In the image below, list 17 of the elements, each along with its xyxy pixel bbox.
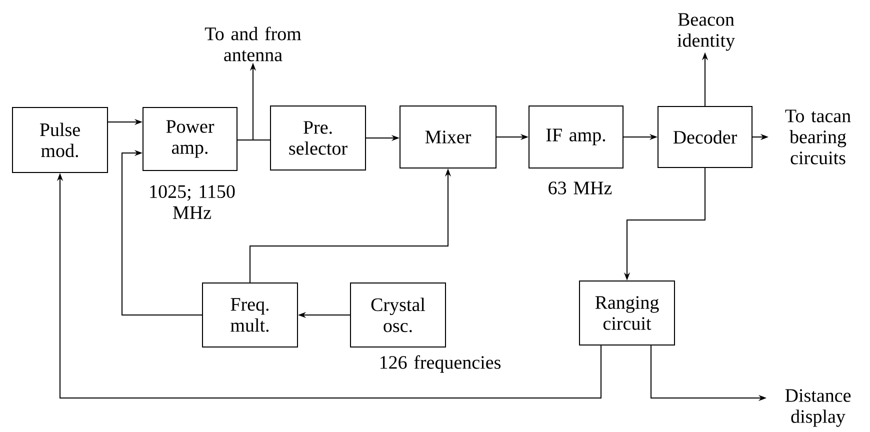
frequency-label: 126 frequencies <box>380 355 501 373</box>
signal-label: To and from antenna <box>204 26 302 62</box>
process-box: Ranging circuit <box>579 280 675 346</box>
process-box: Freq. mult. <box>202 282 298 348</box>
process-box: IF amp. <box>528 106 624 168</box>
frequency-label: 63 MHz <box>548 182 612 194</box>
process-box: Power amp. <box>142 107 238 171</box>
process-box: Mixer <box>400 106 496 168</box>
arrow <box>122 150 202 316</box>
frequency-label: 1025; 1150 MHz <box>150 185 235 219</box>
signal-label: Distance display <box>785 389 851 427</box>
signal-label: To tacan bearing circuits <box>785 110 851 164</box>
process-box: Pre. selector <box>270 106 366 170</box>
process-box: Pulse mod. <box>12 107 108 173</box>
signal-label: Beacon identity <box>677 13 735 51</box>
process-box: Decoder <box>658 106 752 168</box>
process-box: Crystal osc. <box>350 282 446 348</box>
